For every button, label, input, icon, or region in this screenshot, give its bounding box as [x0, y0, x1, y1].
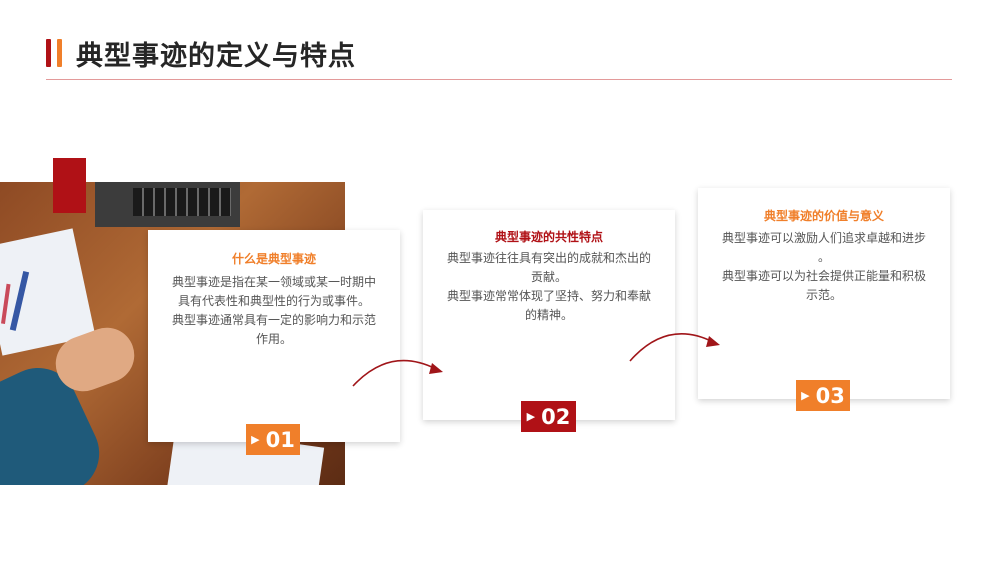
card-common-traits: 典型事迹的共性特点 典型事迹往往具有突出的成就和杰出的 贡献。 典型事迹常常体现…	[423, 210, 675, 420]
step-badge-01: ▶ 01	[246, 424, 300, 455]
card-line: 典型事迹可以激励人们追求卓越和进步	[721, 231, 926, 245]
card-line: 典型事迹常常体现了坚持、努力和奉献	[446, 289, 651, 303]
play-triangle-icon: ▶	[801, 389, 810, 402]
card-line: 贡献。	[530, 270, 567, 284]
card-line: 典型事迹通常具有一定的影响力和示范	[171, 313, 376, 327]
connector-arrow-2-icon	[629, 333, 720, 362]
keyboard-shape	[133, 188, 231, 216]
step-number: 03	[815, 383, 845, 408]
paper-stroke-red	[1, 283, 11, 324]
title-divider	[46, 79, 952, 80]
step-badge-03: ▶ 03	[796, 380, 850, 411]
card-value-meaning: 典型事迹的价值与意义 典型事迹可以激励人们追求卓越和进步 。 典型事迹可以为社会…	[698, 188, 950, 399]
card-what-is: 什么是典型事迹 典型事迹是指在某一领域或某一时期中 具有代表性和典型性的行为或事…	[148, 230, 400, 442]
laptop-shape	[95, 182, 240, 227]
card-line: 典型事迹可以为社会提供正能量和积极	[721, 269, 926, 283]
card-heading: 什么是典型事迹	[231, 252, 316, 266]
card-body: 典型事迹可以激励人们追求卓越和进步 。 典型事迹可以为社会提供正能量和积极 示范…	[698, 229, 950, 305]
page-title: 典型事迹的定义与特点	[76, 41, 356, 72]
card-heading: 典型事迹的价值与意义	[763, 209, 884, 223]
card-line: 。	[817, 250, 830, 264]
card-line: 作用。	[255, 332, 292, 346]
card-line: 示范。	[805, 288, 842, 302]
card-line: 典型事迹是指在某一领域或某一时期中	[171, 275, 376, 289]
step-number: 02	[541, 404, 571, 429]
card-body: 典型事迹是指在某一领域或某一时期中 具有代表性和典型性的行为或事件。 典型事迹通…	[148, 273, 400, 349]
connector-arrow-1-icon	[352, 359, 443, 387]
play-triangle-icon: ▶	[251, 433, 260, 446]
play-triangle-icon: ▶	[526, 410, 536, 423]
title-accent-bar-orange	[57, 39, 62, 67]
title-accent-bar-red	[46, 39, 51, 67]
decorative-red-block	[53, 158, 86, 213]
step-badge-02: ▶ 02	[521, 401, 576, 432]
card-heading: 典型事迹的共性特点	[494, 230, 603, 244]
card-body: 典型事迹往往具有突出的成就和杰出的 贡献。 典型事迹常常体现了坚持、努力和奉献 …	[423, 249, 675, 325]
card-line: 具有代表性和典型性的行为或事件。	[177, 294, 370, 308]
step-number: 01	[265, 427, 295, 452]
paper-stroke-blue	[9, 271, 30, 331]
card-line: 的精神。	[524, 308, 573, 322]
card-line: 典型事迹往往具有突出的成就和杰出的	[446, 251, 651, 265]
